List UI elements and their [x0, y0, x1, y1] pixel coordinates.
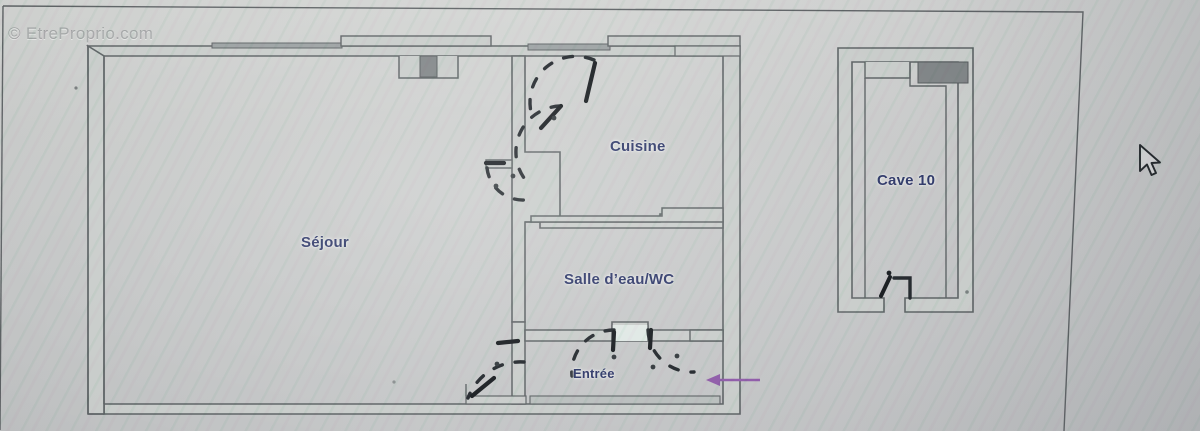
room-label-cave-10: Cave 10 [877, 172, 936, 189]
door-leaves [469, 60, 654, 399]
chimney-block-icon [419, 55, 438, 78]
room-label-cuisine: Cuisine [610, 138, 666, 155]
cave-inner-notch [864, 62, 947, 298]
plan-dot-artifacts [74, 86, 969, 384]
room-label-sejour: Séjour [301, 234, 349, 251]
apartment-left-wall [87, 46, 105, 415]
page-frame-outline [0, 5, 1084, 431]
partition-cuisine-salledeau-detail [530, 207, 724, 223]
watermark: © EtreProprio.com [8, 24, 154, 43]
cave-door [879, 270, 912, 300]
bottom-wall-entrance [465, 384, 721, 405]
entree-right-nib [689, 329, 724, 342]
mouse-cursor [1136, 142, 1166, 185]
entry-direction-arrow [706, 374, 760, 386]
apartment-outer-wall [86, 44, 741, 415]
cave-storage-block-icon [917, 61, 969, 84]
top-wall-openings [211, 35, 741, 57]
room-label-entree: Entrée [573, 366, 615, 381]
entree-doorway-gap [611, 325, 649, 341]
room-label-salle-eau-wc: Salle d’eau/WC [564, 271, 675, 288]
partition-sejour-kitchen [511, 55, 561, 323]
